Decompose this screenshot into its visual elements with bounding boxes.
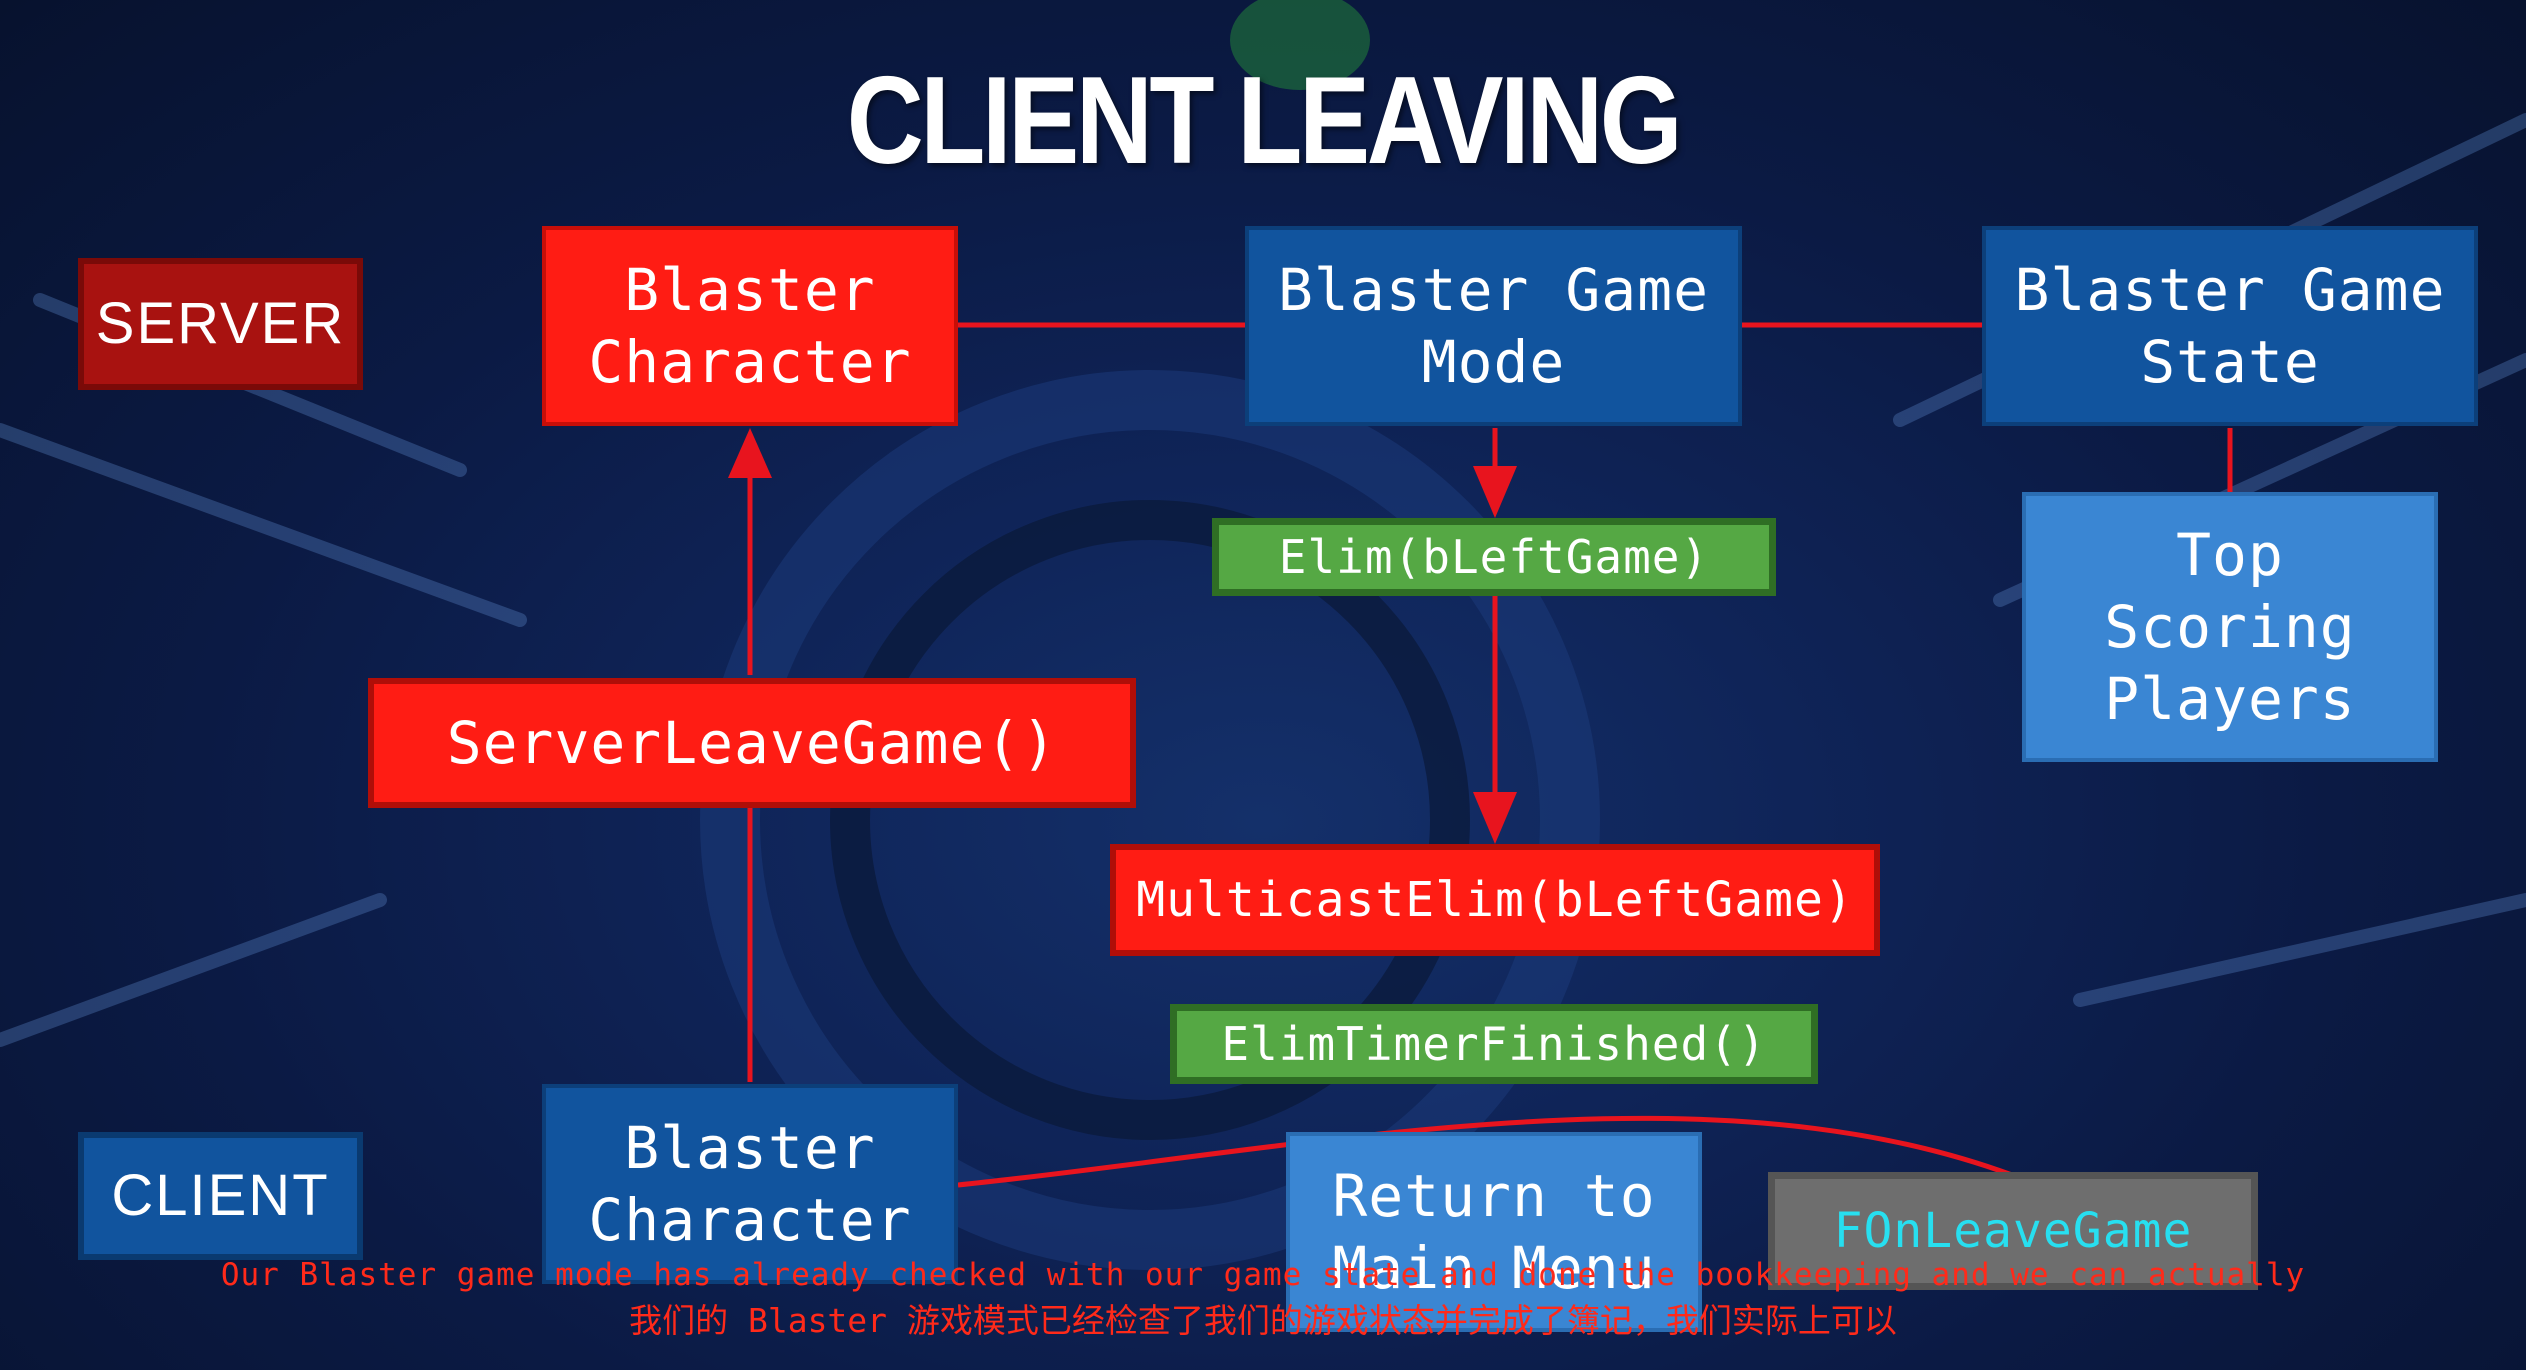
- multicast-elim-node: MulticastElim(bLeftGame): [1110, 844, 1880, 956]
- page-title: CLIENT LEAVING: [846, 52, 1683, 190]
- elim-timer-finished-node: ElimTimerFinished(): [1170, 1004, 1818, 1084]
- client-blaster-character-node: Blaster Character: [542, 1084, 958, 1284]
- top-scoring-players-node: Top Scoring Players: [2022, 492, 2438, 762]
- elim-function-node: Elim(bLeftGame): [1212, 518, 1776, 596]
- server-leave-game-node: ServerLeaveGame(): [368, 678, 1136, 808]
- subtitle-english: Our Blaster game mode has already checke…: [220, 1257, 2306, 1293]
- arrowhead-down-elim: [1473, 466, 1517, 518]
- blaster-game-state-node: Blaster Game State: [1982, 226, 2478, 426]
- return-to-main-menu-node: Return to Main Menu: [1286, 1132, 1702, 1332]
- client-label: CLIENT: [78, 1132, 363, 1260]
- blaster-game-mode-node: Blaster Game Mode: [1245, 226, 1742, 426]
- arrowhead-down-multicast: [1473, 792, 1517, 844]
- line-client-to-onleavegame: [957, 1115, 2013, 1188]
- on-leave-game-delegate-node: FOnLeaveGame: [1768, 1172, 2258, 1290]
- arrowhead-up-character: [728, 428, 772, 478]
- server-blaster-character-node: Blaster Character: [542, 226, 958, 426]
- server-label: SERVER: [78, 258, 363, 390]
- subtitle-chinese: 我们的 Blaster 游戏模式已经检查了我们的游戏状态并完成了簿记，我们实际上…: [629, 1301, 1897, 1340]
